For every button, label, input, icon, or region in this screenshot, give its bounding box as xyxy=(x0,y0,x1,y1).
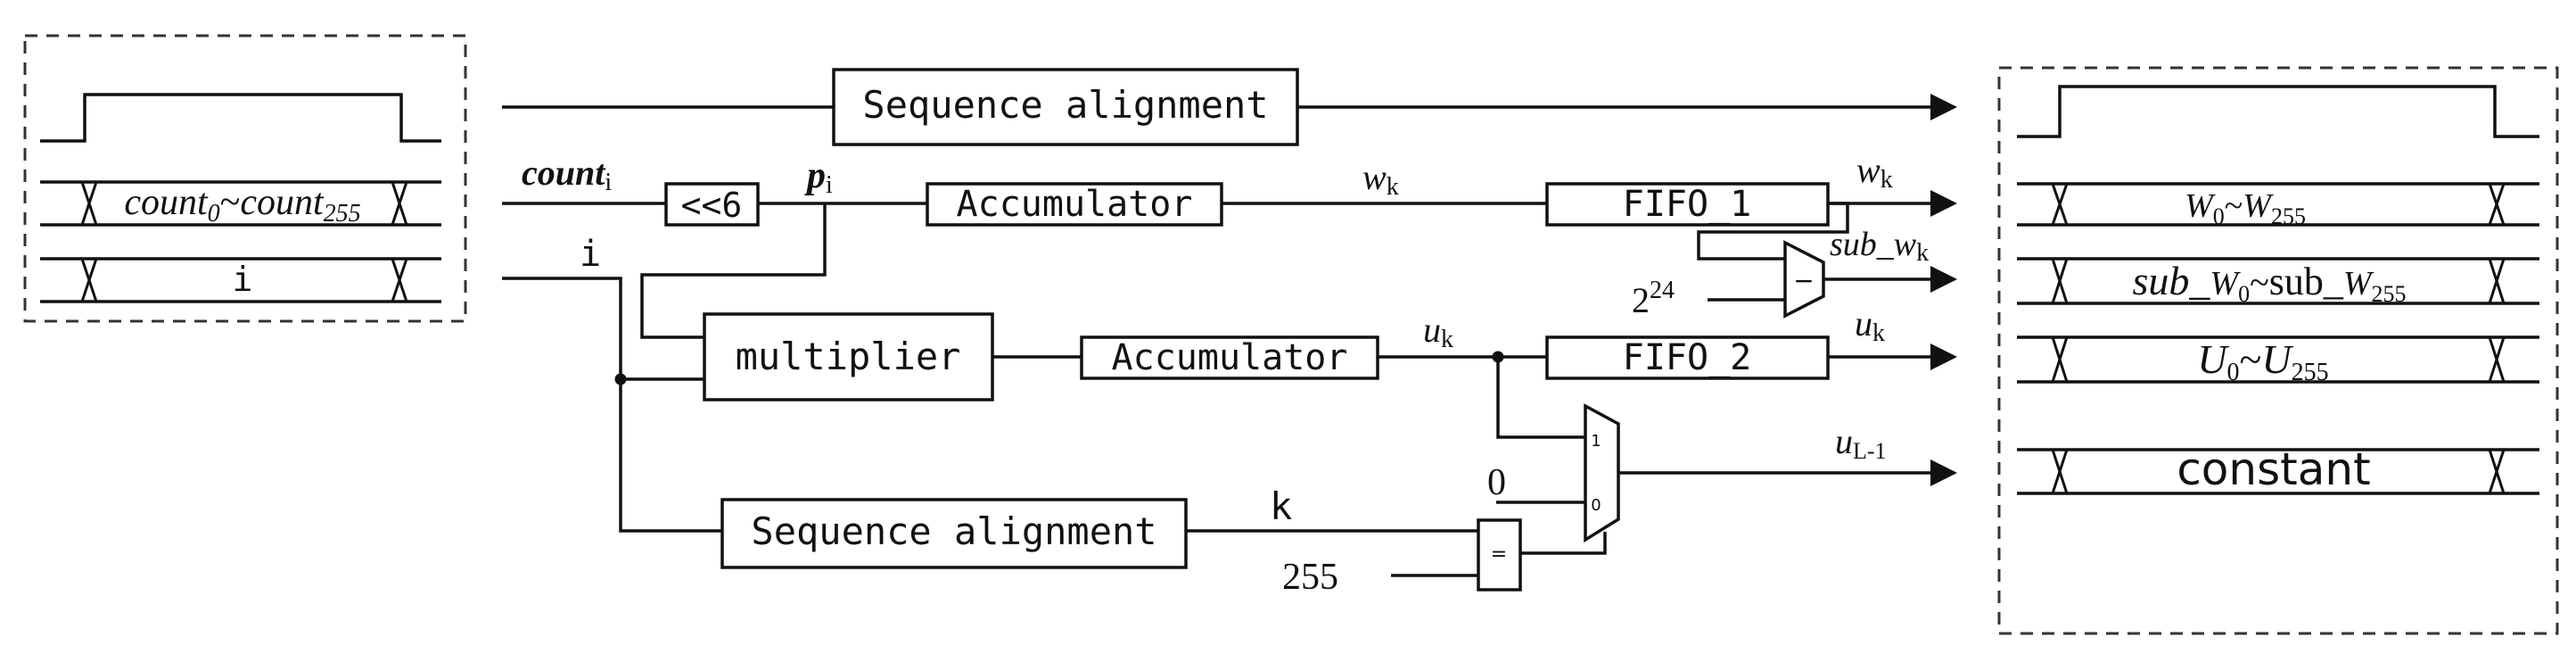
input-timing-panel: count0~count255 i xyxy=(23,34,467,323)
comparator-symbol: = xyxy=(1491,543,1507,566)
fifo-2-block: FIFO_2 xyxy=(1545,335,1830,380)
u-output-bus: U0~U255 xyxy=(2017,335,2539,386)
w-output-bus: W0~W255 xyxy=(2017,182,2539,229)
accumulator-2-label: Accumulator xyxy=(1112,337,1348,378)
mux-input-0-label: 0 xyxy=(1591,496,1601,515)
output-timing-panel: W0~W255 sub_W0~sub_W255 U0~U255 xyxy=(1997,66,2559,635)
comparator-block: = xyxy=(1477,518,1522,592)
junction-dot xyxy=(1492,351,1504,363)
u-l-minus-1-label: uL-1 xyxy=(1835,421,1887,464)
w-output-bus-label: W0~W255 xyxy=(2185,187,2306,229)
output-valid-pulse xyxy=(2017,85,2539,138)
constant-output-bus-label: constant xyxy=(2177,443,2370,495)
count-bus: count0~count255 xyxy=(40,180,441,228)
u-output-bus-label: U0~U255 xyxy=(2197,336,2328,386)
subtractor-symbol: − xyxy=(1793,266,1814,295)
accumulator-1-label: Accumulator xyxy=(957,184,1193,225)
multiplier-block: multiplier xyxy=(703,312,994,401)
w-k-mid-label: wk xyxy=(1362,157,1399,201)
multiplexer-block: 1 0 xyxy=(1584,403,1620,543)
input-valid-pulse xyxy=(40,93,441,143)
subw-output-bus-label: sub_W0~sub_W255 xyxy=(2133,258,2407,307)
const-0-label: 0 xyxy=(1487,462,1506,503)
output-panel-border xyxy=(1997,66,2559,635)
u-k-out-label: uk xyxy=(1855,303,1885,347)
count-i-label: counti xyxy=(522,153,612,196)
index-bus: i xyxy=(40,257,441,303)
accumulator-2-block: Accumulator xyxy=(1080,335,1379,380)
fifo-1-block: FIFO_1 xyxy=(1545,182,1830,227)
seq-align-bottom-block: Sequence alignment xyxy=(720,498,1188,569)
subw-output-bus: sub_W0~sub_W255 xyxy=(2017,257,2539,307)
junction-dot xyxy=(614,373,627,385)
fifo-2-label: FIFO_2 xyxy=(1623,337,1752,378)
input-panel-border xyxy=(23,34,467,323)
const-255-label: 255 xyxy=(1282,557,1338,598)
index-bus-label: i xyxy=(233,260,253,299)
seq-align-bottom-label: Sequence alignment xyxy=(751,509,1156,553)
constant-output-bus: constant xyxy=(2017,443,2539,495)
multiplier-label: multiplier xyxy=(736,335,961,378)
i-signal-label: i xyxy=(580,234,601,275)
count-bus-label: count0~count255 xyxy=(124,182,360,228)
wires xyxy=(502,94,1957,577)
seq-align-top-label: Sequence alignment xyxy=(862,83,1268,127)
fifo-1-label: FIFO_1 xyxy=(1623,184,1752,225)
subtractor-block: − xyxy=(1783,240,1825,319)
k-label: k xyxy=(1270,484,1292,528)
p-i-label: pi xyxy=(804,155,833,199)
accumulator-1-block: Accumulator xyxy=(926,182,1223,227)
const-2-24-label: 224 xyxy=(1632,277,1675,320)
u-k-mid-label: uk xyxy=(1423,310,1453,353)
w-k-out-label: wk xyxy=(1856,150,1893,194)
mux-input-1-label: 1 xyxy=(1591,432,1601,451)
shift-block: <<6 xyxy=(664,182,760,227)
sub-w-k-label: sub_wk xyxy=(1830,226,1929,267)
seq-align-top-block: Sequence alignment xyxy=(832,68,1299,146)
shift-label: <<6 xyxy=(681,186,743,225)
